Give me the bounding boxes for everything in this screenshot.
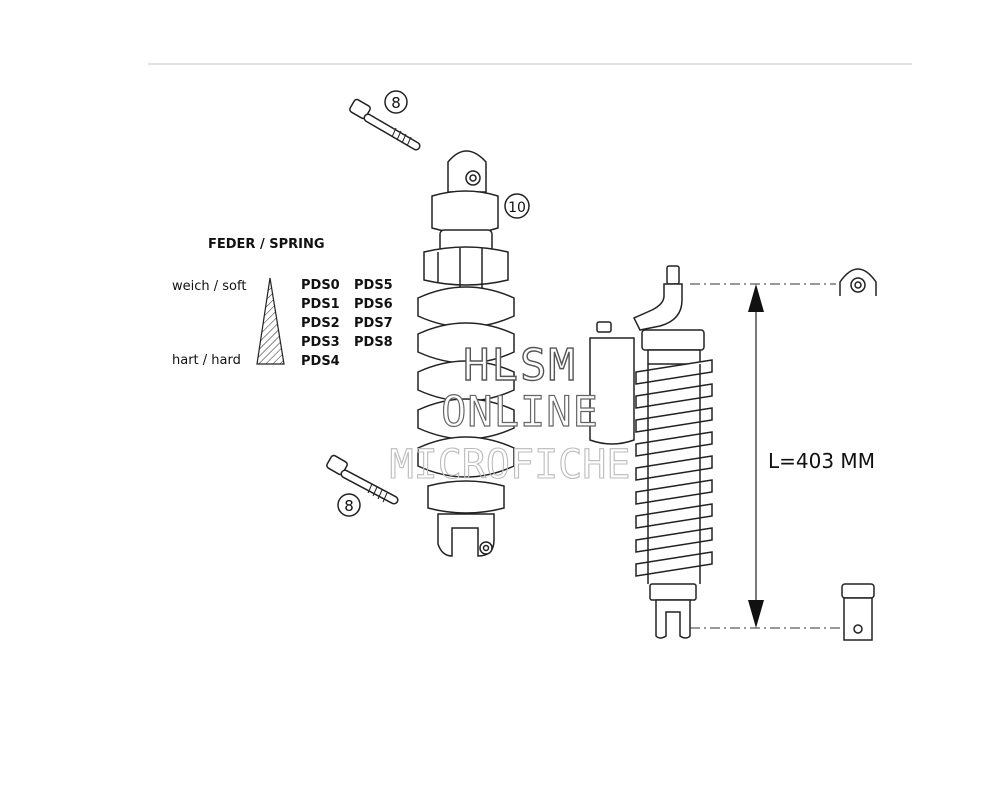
callout-top-eye-number: 10 bbox=[508, 200, 526, 216]
spring-code: PDS3 bbox=[301, 335, 340, 350]
top-eye-end-view bbox=[839, 268, 877, 296]
callout-bolt-bottom-number: 8 bbox=[344, 497, 354, 515]
length-dimension: L=403 MM bbox=[690, 283, 875, 629]
watermark: HLSM ONLINE MICROFICHE bbox=[389, 339, 631, 488]
main-coils bbox=[417, 286, 515, 478]
watermark-line-3: MICROFICHE bbox=[390, 442, 631, 488]
spring-code: PDS4 bbox=[301, 354, 340, 369]
bolt-top bbox=[349, 98, 421, 151]
dimension-arrow-down bbox=[748, 600, 764, 628]
spring-codes-col2: PDS5 PDS6 PDS7 PDS8 bbox=[354, 278, 393, 350]
assembled-coils bbox=[635, 359, 713, 577]
spring-code: PDS5 bbox=[354, 278, 393, 293]
spring-legend-title: FEDER / SPRING bbox=[208, 237, 325, 252]
spring-code: PDS6 bbox=[354, 297, 393, 312]
watermark-line-1: HLSM bbox=[463, 340, 577, 391]
spring-code: PDS0 bbox=[301, 278, 340, 293]
callout-top-eye: 10 bbox=[504, 193, 530, 219]
bottom-eye-end-view bbox=[841, 583, 875, 641]
length-label: L=403 MM bbox=[768, 449, 875, 473]
callout-bolt-top: 8 bbox=[384, 90, 408, 114]
shock-absorber-assembled bbox=[589, 265, 713, 639]
callout-bolt-bottom: 8 bbox=[337, 493, 361, 517]
spring-code: PDS2 bbox=[301, 316, 340, 331]
shock-absorber-main bbox=[417, 150, 515, 557]
dimension-arrow-up bbox=[748, 284, 764, 312]
watermark-line-2: ONLINE bbox=[441, 387, 599, 436]
spring-codes-col1: PDS0 PDS1 PDS2 PDS3 PDS4 bbox=[301, 278, 340, 369]
bolt-bottom bbox=[326, 454, 399, 505]
spring-code: PDS7 bbox=[354, 316, 393, 331]
callout-bolt-top-number: 8 bbox=[391, 94, 401, 112]
hard-label: hart / hard bbox=[172, 353, 241, 368]
soft-label: weich / soft bbox=[172, 279, 246, 294]
spring-code: PDS8 bbox=[354, 335, 393, 350]
stiffness-wedge bbox=[256, 277, 285, 365]
spring-code: PDS1 bbox=[301, 297, 340, 312]
spring-legend: FEDER / SPRING weich / soft hart / hard … bbox=[172, 237, 393, 369]
